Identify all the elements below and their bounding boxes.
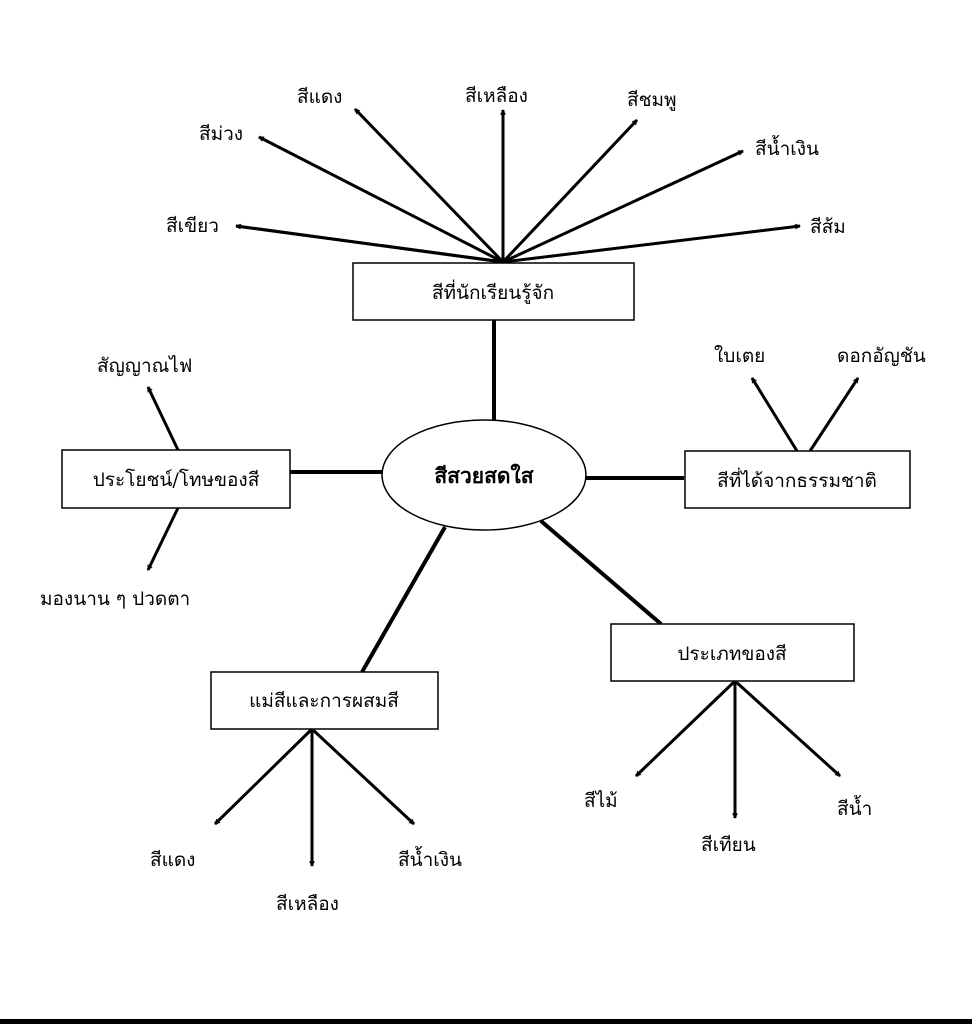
leaf-primary-blue: สีน้ำเงิน <box>398 846 462 871</box>
known-colors-arrows <box>236 107 800 264</box>
arrow-known-purple <box>259 135 504 264</box>
node-primary-label: แม่สีและการผสมสี <box>249 690 399 712</box>
node-nature-label: สีที่ได้จากธรรมชาติ <box>717 467 877 492</box>
leaf-known-yellow: สีเหลือง <box>465 85 528 107</box>
leaf-types-watercolor: สีน้ำ <box>837 795 872 820</box>
center-label: สีสวยสดใส <box>434 463 534 488</box>
arrow-primary-red <box>213 727 314 826</box>
leaf-benefits-eyestrain: มองนาน ๆ ปวดตา <box>40 588 190 610</box>
leaf-primary-yellow: สีเหลือง <box>276 893 339 915</box>
leaf-known-orange: สีส้ม <box>810 216 846 238</box>
arrow-nature-pandan <box>750 378 799 452</box>
node-types-label: ประเภทของสี <box>677 643 787 665</box>
arrow-benefits-eyestrain <box>146 507 180 570</box>
node-benefits: ประโยชน์/โทษของสี <box>61 449 291 509</box>
arrow-primary-blue <box>310 727 416 826</box>
connector-types <box>539 519 663 626</box>
leaf-known-blue: สีน้ำเงิน <box>755 135 819 160</box>
arrow-types-pencil <box>634 679 737 778</box>
node-known-colors-label: สีที่นักเรียนรู้จัก <box>432 279 554 304</box>
bottom-border <box>0 1019 972 1024</box>
leaf-known-purple: สีม่วง <box>199 123 243 145</box>
connector-primary <box>360 526 447 673</box>
leaf-known-pink: สีชมพู <box>627 89 677 111</box>
center-node: สีสวยสดใส <box>381 419 587 531</box>
arrow-types-watercolor <box>733 679 842 778</box>
node-benefits-label: ประโยชน์/โทษของสี <box>93 468 260 491</box>
arrow-known-orange <box>502 226 800 264</box>
leaf-nature-butterfly-pea: ดอกอัญชัน <box>837 345 926 367</box>
arrow-known-pink <box>501 118 639 264</box>
leaf-types-pencil: สีไม้ <box>584 790 618 812</box>
node-nature: สีที่ได้จากธรรมชาติ <box>684 450 911 509</box>
leaf-benefits-signal: สัญญาณไฟ <box>97 355 192 377</box>
arrow-nature-butterfly-pea <box>808 378 860 452</box>
node-primary: แม่สีและการผสมสี <box>210 671 439 730</box>
arrow-known-red <box>353 107 505 264</box>
leaf-known-green: สีเขียว <box>166 215 219 237</box>
node-known-colors: สีที่นักเรียนรู้จัก <box>352 262 635 321</box>
leaf-types-crayon: สีเทียน <box>701 834 756 856</box>
leaf-nature-pandan: ใบเตย <box>714 345 765 367</box>
node-types: ประเภทของสี <box>610 623 855 682</box>
arrow-known-green <box>236 226 504 264</box>
arrow-benefits-signal <box>146 387 180 451</box>
leaf-primary-red: สีแดง <box>150 849 195 871</box>
leaf-known-red: สีแดง <box>297 86 342 108</box>
arrow-known-blue <box>502 149 743 264</box>
